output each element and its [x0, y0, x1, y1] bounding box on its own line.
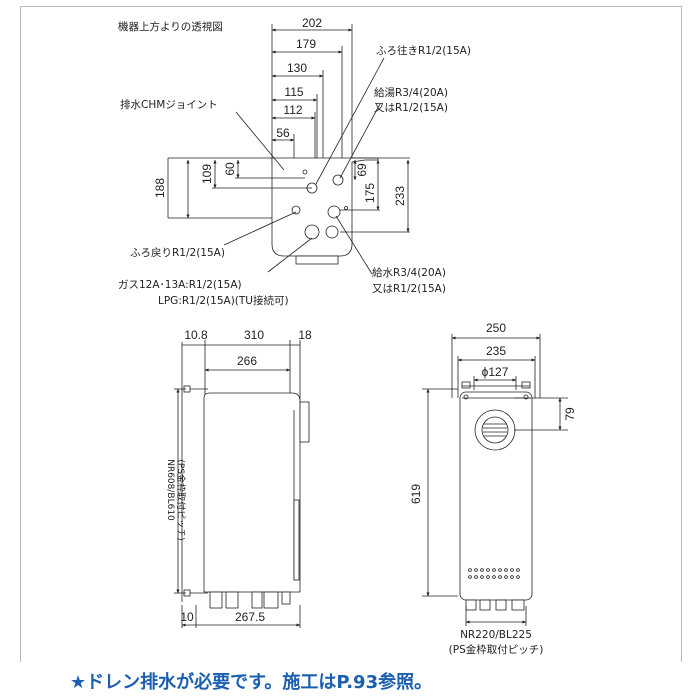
top-view-dim-texts: 202 179 130 115 112 56 109 60 188 69 175…	[153, 16, 407, 206]
bath-return-label: ふろ戻りR1/2(15A)	[130, 246, 225, 259]
pitch-label-note: (PS金枠取付ピッチ)	[175, 459, 187, 540]
top-view: 機器上方よりの透視図	[118, 20, 410, 275]
front-view-texts: 250 235 ϕ127 79 619 NR220/BL225 (PS金枠取付ピ…	[409, 321, 577, 656]
side-view	[174, 340, 310, 628]
dim-text: 112	[283, 103, 302, 117]
pitch-label: NR220/BL225	[460, 629, 532, 641]
dim-text: 175	[363, 183, 377, 203]
side-view-texts: 10.8 310 18 266 10 267.5 NR608/BL610 (PS…	[165, 328, 312, 624]
footer-note: ★ドレン排水が必要です。施工はP.93参照。	[70, 672, 433, 693]
top-view-labels: 排水CHMジョイント ふろ往きR1/2(15A) 給湯R3/4(20A) 又はR…	[118, 44, 471, 307]
hot-water-label: 給湯R3/4(20A)	[374, 86, 448, 99]
dim-text: 18	[298, 328, 312, 342]
dim-text: 619	[409, 484, 423, 504]
dim-text: 267.5	[235, 610, 265, 624]
drawing-frame	[20, 6, 682, 663]
dim-text: 130	[287, 61, 307, 75]
dim-text: ϕ127	[482, 365, 509, 379]
dim-text: 60	[223, 162, 237, 176]
dim-text: 56	[276, 126, 290, 140]
footer-band	[0, 662, 700, 700]
dim-text: 233	[393, 186, 407, 206]
dim-text: 188	[153, 178, 167, 198]
top-view-caption: 機器上方よりの透視図	[118, 20, 223, 33]
vent-holes	[468, 568, 520, 579]
pitch-label-note: (PS金枠取付ピッチ)	[449, 643, 544, 656]
dim-text: 10	[180, 610, 194, 624]
lpg-label: LPG:R1/2(15A)(TU接続可)	[158, 294, 289, 307]
hot-water-label-alt: 又はR1/2(15A)	[374, 102, 448, 114]
dim-text: 202	[302, 16, 322, 30]
dim-text: 266	[237, 354, 257, 368]
gas-label: ガス12A･13A:R1/2(15A)	[118, 279, 242, 291]
dim-text: 115	[284, 85, 303, 99]
dim-text: 250	[486, 321, 506, 335]
drain-joint-label: 排水CHMジョイント	[120, 98, 218, 111]
water-supply-label: 給水R3/4(20A)	[372, 266, 446, 279]
front-view	[422, 334, 568, 626]
dim-text: 79	[563, 407, 577, 421]
dim-text: 109	[200, 164, 214, 184]
bath-out-label: ふろ往きR1/2(15A)	[376, 44, 471, 57]
dim-text: 10.8	[184, 328, 208, 342]
pitch-label: NR608/BL610	[165, 459, 175, 521]
water-supply-label-alt: 又はR1/2(15A)	[372, 283, 446, 295]
dim-text: 235	[486, 344, 506, 358]
dim-text: 69	[355, 163, 369, 177]
dim-text: 179	[296, 37, 316, 51]
dim-text: 310	[244, 328, 264, 342]
